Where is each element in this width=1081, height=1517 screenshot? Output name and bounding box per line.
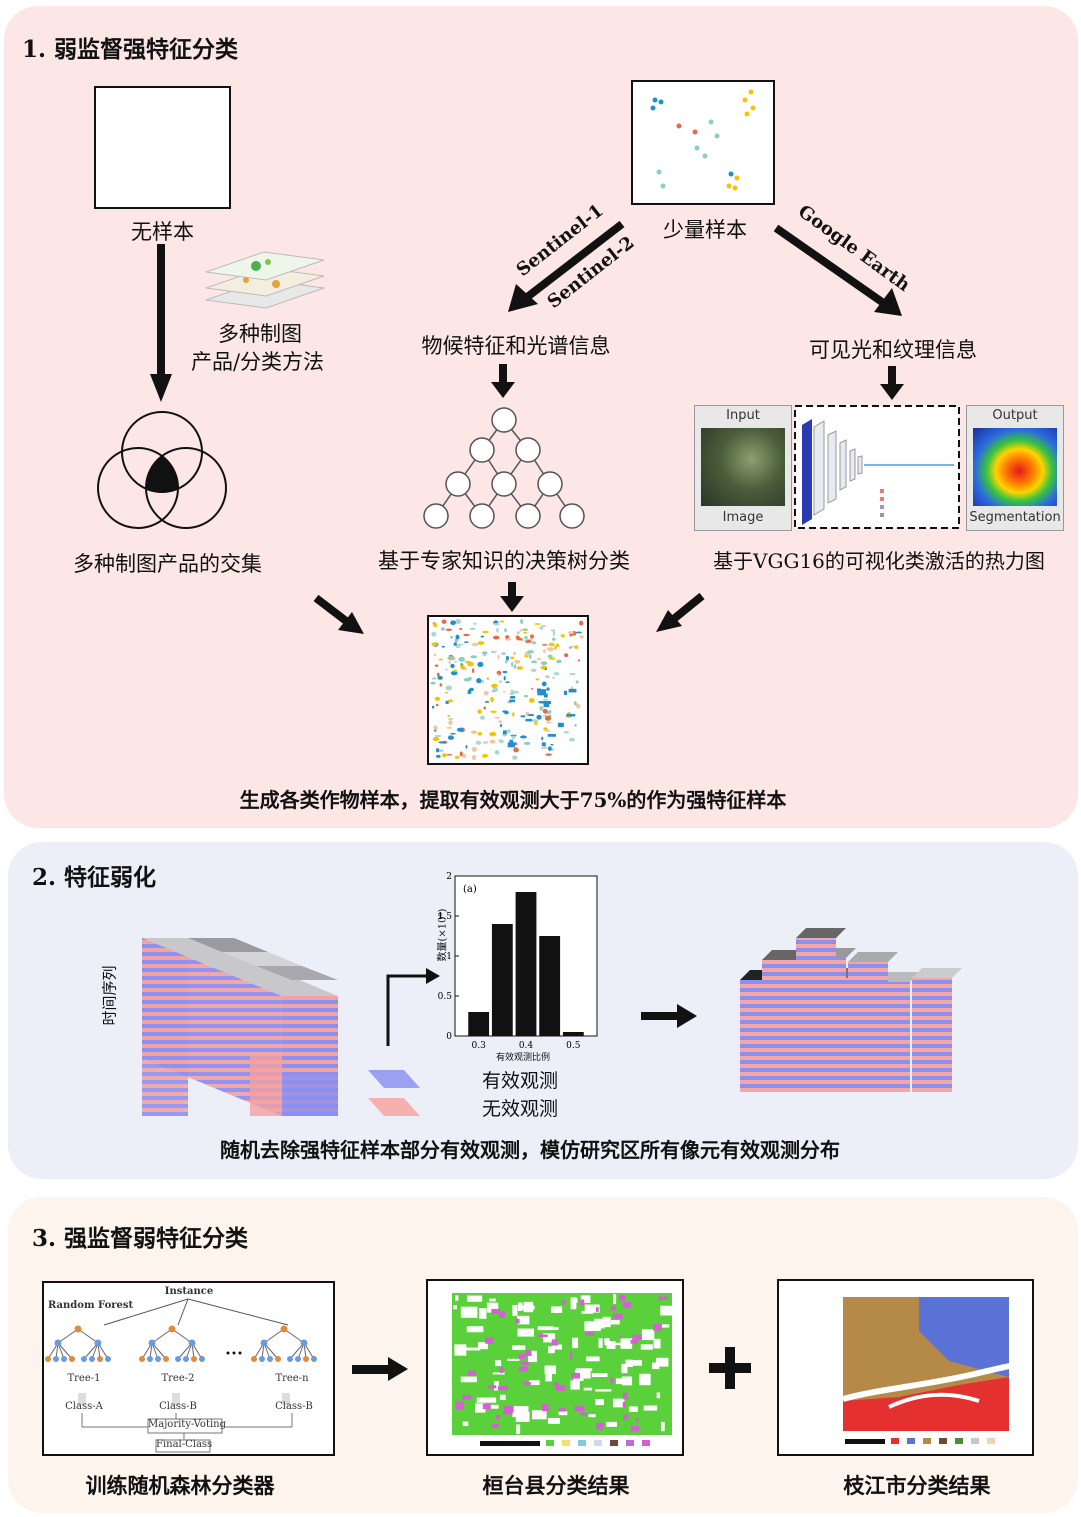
hist-panel-label: (a)	[463, 884, 477, 895]
y-tick-label: 1.5	[438, 912, 453, 922]
plus-icon	[709, 1347, 751, 1389]
vgg-input-panel: Input Image	[694, 405, 792, 531]
histogram-bar	[468, 1012, 490, 1036]
google-earth-arrow-icon	[773, 224, 902, 316]
hist-xlabel: 有效观测比例	[495, 1053, 550, 1063]
section2-bottom-caption: 随机去除强特征样本部分有效观测，模仿研究区所有像元有效观测分布	[220, 1138, 840, 1162]
down-arrow-icon	[150, 244, 172, 402]
rf-treen-label: Tree-n	[275, 1373, 309, 1384]
empty-sample-box	[94, 86, 231, 209]
satellite-image	[701, 428, 785, 506]
weakened-cube-icon	[740, 928, 962, 1092]
converge-arrow-left-icon	[313, 594, 364, 634]
huantai-map	[426, 1279, 684, 1456]
vgg-output-panel: Output Segmentation	[966, 405, 1064, 531]
vgg-label: 基于VGG16的可视化类激活的热力图	[713, 549, 1045, 573]
valid-obs-label: 有效观测	[481, 1070, 558, 1092]
y-tick-label: 1	[446, 952, 452, 962]
histogram-bar	[515, 892, 537, 1036]
vgg-figure: Input Image Output Segmentation	[694, 405, 1064, 531]
vgg-output-label: Output	[992, 408, 1038, 423]
converge-arrow-right-icon	[656, 592, 705, 632]
vgg-segmentation-label: Segmentation	[969, 510, 1061, 525]
rf-voting-label: Majority-Voting	[148, 1419, 227, 1430]
down-arrow-icon	[500, 582, 524, 612]
invalid-obs-label: 无效观测	[481, 1098, 558, 1120]
multi-products-line2: 产品/分类方法	[190, 350, 325, 374]
rf-tree1-label: Tree-1	[67, 1373, 101, 1384]
random-forest-diagram: Instance Random Forest Tree-1 Tree-2 Tre…	[42, 1281, 335, 1456]
y-tick-label: 0.5	[438, 992, 453, 1002]
few-sample-label: 少量样本	[663, 218, 747, 242]
visible-texture-label: 可见光和纹理信息	[809, 338, 977, 362]
right-arrow-icon	[641, 1004, 697, 1028]
rf-class-b-label: Class-B	[159, 1401, 197, 1412]
zhijiang-label: 枝江市分类结果	[843, 1473, 991, 1498]
zhijiang-classification-icon	[842, 1297, 1016, 1444]
vgg-image-label: Image	[722, 510, 764, 525]
huantai-classification-icon	[452, 1293, 676, 1446]
vgg-network-icon	[794, 405, 960, 529]
histogram-bar	[491, 924, 513, 1036]
generated-samples-map	[427, 615, 589, 765]
rf-class-a-label: Class-A	[65, 1401, 103, 1412]
time-series-label: 时间序列	[100, 965, 119, 1026]
x-tick-label: 0.4	[519, 1041, 534, 1051]
random-forest-icon	[45, 1298, 317, 1453]
section1-bottom-caption: 生成各类作物样本，提取有效观测大于75%的作为强特征样本	[239, 788, 787, 812]
intersection-label: 多种制图产品的交集	[73, 552, 262, 576]
rf-class-b-label: Class-B	[275, 1401, 313, 1412]
section2-title: 2. 特征弱化	[32, 864, 157, 891]
rf-final-label: Final-Class	[156, 1439, 213, 1450]
venn-diagram-icon	[97, 411, 227, 529]
multi-products-line1: 多种制图	[218, 322, 302, 346]
right-arrow-icon	[352, 1357, 408, 1381]
down-arrow-icon	[880, 366, 904, 400]
y-tick-label: 0	[446, 1032, 452, 1042]
time-series-cube-icon	[142, 938, 338, 1116]
section3-title: 3. 强监督弱特征分类	[32, 1225, 249, 1252]
elbow-arrow-icon	[386, 968, 440, 1046]
hist-ylabel: 数量(×10⁶)	[437, 908, 449, 962]
valid-obs-swatch-icon	[368, 1070, 420, 1088]
vgg-input-label: Input	[726, 408, 760, 423]
phenology-label: 物候特征和光谱信息	[421, 334, 611, 358]
decision-tree-label: 基于专家知识的决策树分类	[378, 549, 630, 573]
map-layers-icon	[205, 251, 325, 309]
section1-title: 1. 弱监督强特征分类	[22, 36, 239, 63]
x-tick-label: 0.5	[566, 1041, 581, 1051]
invalid-obs-swatch-icon	[368, 1098, 420, 1116]
sentinel-arrow-icon	[508, 220, 625, 312]
zhijiang-map	[777, 1279, 1034, 1456]
sample-dots-icon	[650, 89, 756, 191]
train-rf-label: 训练随机森林分类器	[85, 1473, 275, 1498]
huantai-label: 桓台县分类结果	[482, 1473, 630, 1498]
heatmap-image	[973, 428, 1057, 506]
few-sample-box	[631, 80, 775, 205]
no-sample-label: 无样本	[131, 220, 194, 244]
rf-instance-label: Instance	[164, 1286, 214, 1297]
decision-tree-icon	[423, 407, 585, 529]
samples-scatter-icon	[430, 618, 584, 760]
x-tick-label: 0.3	[472, 1041, 487, 1051]
y-tick-label: 2	[446, 872, 452, 882]
rf-tree2-label: Tree-2	[161, 1373, 195, 1384]
valid-obs-histogram: 0 0.5 1 1.5 2 0.3 0.4 0.5 (a)	[438, 872, 598, 1051]
rf-title-label: Random Forest	[48, 1300, 134, 1311]
histogram-bar	[539, 936, 561, 1036]
down-arrow-icon	[491, 364, 515, 398]
